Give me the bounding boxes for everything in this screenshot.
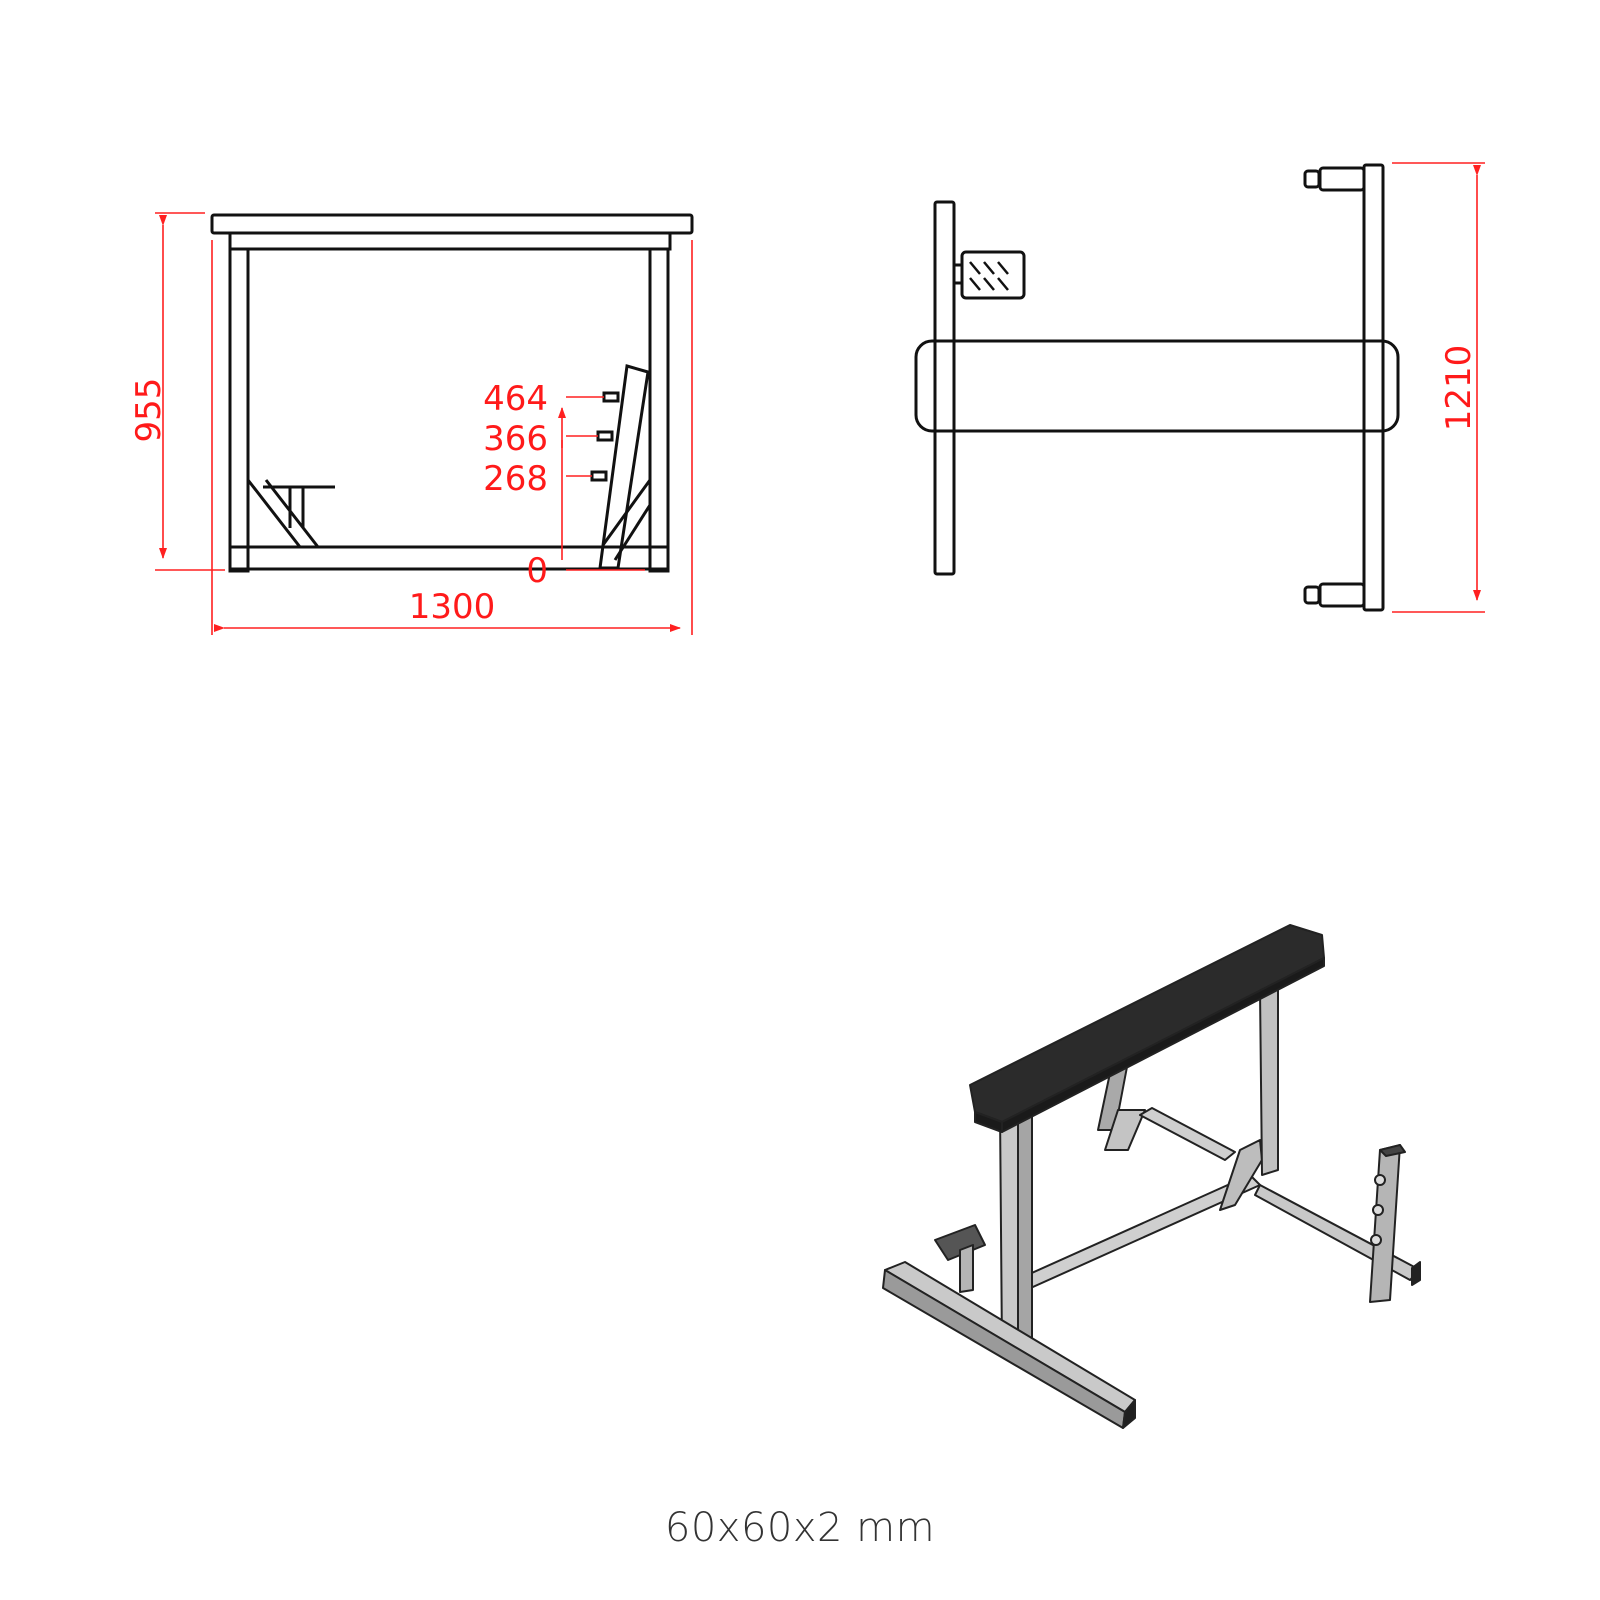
isometric-view xyxy=(882,924,1421,1429)
peg-height-464: 464 xyxy=(483,379,548,419)
depth-dimension-label: 1210 xyxy=(1439,345,1479,432)
width-dimension-label: 1300 xyxy=(409,587,496,627)
peg-height-366: 366 xyxy=(483,419,548,459)
top-view: 1210 xyxy=(914,162,1485,613)
height-dimension-label: 955 xyxy=(129,378,169,443)
peg-height-0: 0 xyxy=(526,551,548,591)
side-view: 955 1300 464 366 268 0 xyxy=(129,212,694,635)
peg-height-268: 268 xyxy=(483,459,548,499)
tube-size-caption: 60x60x2 mm xyxy=(664,1505,936,1551)
